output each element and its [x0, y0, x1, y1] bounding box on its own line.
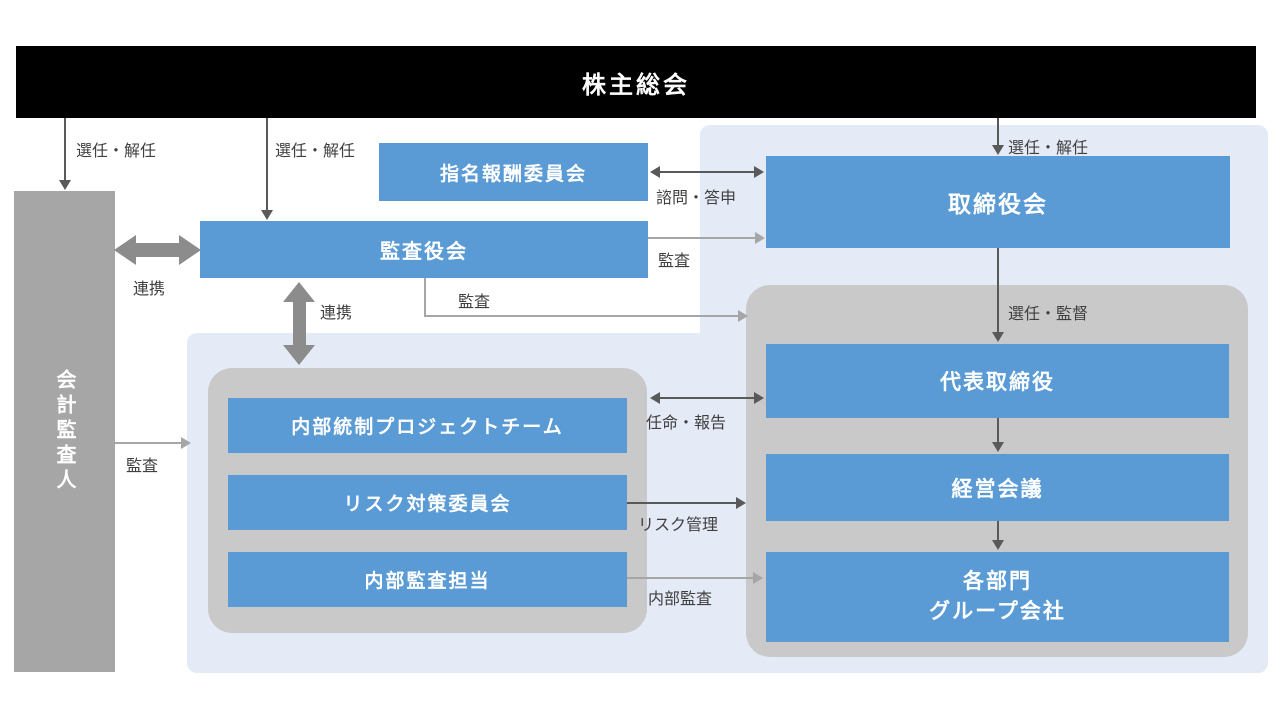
arrow-appoint-dismiss-auditors-board	[266, 118, 268, 210]
label-cooperation-vertical: 連携	[320, 305, 353, 322]
departments-label-line1: 各部門	[963, 569, 1032, 593]
risk-committee-box: リスク対策委員会	[228, 475, 627, 530]
arrowhead-appoint-dismiss-directors	[992, 145, 1004, 155]
arrowhead-audit-from-auditor	[181, 437, 191, 449]
arrow-appoint-report	[660, 397, 754, 399]
accounting-auditor-label: 会計監査人	[53, 369, 75, 494]
arrowhead-appoint-report-right	[754, 392, 764, 404]
internal-audit-staff-label: 内部監査担当	[364, 571, 491, 592]
arrow-appoint-dismiss-directors	[997, 118, 999, 145]
label-appoint-supervise: 選任・監督	[1008, 306, 1089, 323]
arrowhead-internal-audit	[753, 572, 763, 584]
arrowhead-appoint-dismiss-auditors-board	[261, 210, 273, 220]
management-meeting-box: 経営会議	[766, 454, 1229, 521]
arrow-risk-management	[627, 502, 736, 504]
arrowhead-management-to-departments	[992, 540, 1004, 550]
arrowhead-cooperation-h-right	[179, 235, 201, 265]
board-of-directors-box: 取締役会	[766, 156, 1230, 248]
arrow-appoint-supervise	[997, 248, 999, 332]
label-audit-to-directors: 監査	[658, 253, 691, 270]
arrow-advisory	[660, 171, 754, 173]
arrowhead-risk-management	[736, 497, 746, 509]
arrow-management-to-departments	[997, 521, 999, 540]
arrow-audit-from-auditor	[115, 442, 181, 444]
label-appoint-dismiss-mid: 選任・解任	[275, 143, 356, 160]
label-appoint-dismiss-left: 選任・解任	[76, 143, 157, 160]
label-audit-lpath: 監査	[458, 294, 491, 311]
accounting-auditor-bar: 会計監査人	[14, 191, 115, 672]
arrowhead-advisory-right	[754, 166, 764, 178]
label-appoint-dismiss-right: 選任・解任	[1008, 140, 1089, 157]
arrowhead-representative-to-management	[992, 442, 1004, 452]
arrowhead-appoint-dismiss-auditor	[59, 180, 71, 190]
arrowhead-cooperation-h-left	[114, 235, 136, 265]
internal-audit-staff-box: 内部監査担当	[228, 552, 627, 607]
arrowhead-cooperation-v-top	[283, 282, 315, 302]
nomination-compensation-committee-label: 指名報酬委員会	[439, 163, 587, 185]
management-meeting-label: 経営会議	[951, 477, 1044, 501]
arrow-internal-audit	[627, 577, 753, 579]
arrowhead-advisory-left	[650, 166, 660, 178]
label-audit-from-auditor: 監査	[126, 458, 159, 475]
arrowhead-cooperation-v-bottom	[283, 345, 315, 365]
departments-label-line2: グループ会社	[929, 600, 1066, 623]
representative-director-label: 代表取締役	[940, 371, 1055, 394]
shareholders-meeting-bar: 株主総会	[16, 46, 1256, 118]
shareholders-meeting-label: 株主総会	[582, 71, 690, 99]
board-of-auditors-label: 監査役会	[380, 241, 468, 263]
label-appoint-report: 任命・報告	[646, 415, 727, 432]
label-advisory-report: 諮問・答申	[656, 190, 737, 207]
departments-group-companies-box: 各部門 グループ会社	[766, 552, 1229, 642]
internal-control-project-team-label: 内部統制プロジェクトチーム	[291, 417, 564, 438]
label-internal-audit: 内部監査	[648, 591, 713, 608]
arrow-audit-to-directors	[648, 237, 755, 239]
arrowhead-audit-lpath	[738, 310, 748, 322]
board-of-auditors-box: 監査役会	[200, 221, 648, 278]
arrow-audit-lpath-horizontal	[424, 315, 738, 317]
arrow-cooperation-vertical	[293, 301, 306, 346]
arrow-appoint-dismiss-auditor	[64, 118, 66, 180]
arrow-audit-lpath-vertical	[424, 278, 426, 316]
label-risk-management: リスク管理	[638, 517, 719, 534]
label-cooperation-horizontal: 連携	[133, 281, 166, 298]
arrowhead-audit-to-directors	[755, 232, 765, 244]
board-of-directors-label: 取締役会	[948, 191, 1048, 217]
arrow-representative-to-management	[997, 418, 999, 442]
arrowhead-appoint-supervise	[992, 332, 1004, 342]
risk-committee-label: リスク対策委員会	[343, 494, 512, 515]
representative-director-box: 代表取締役	[766, 344, 1229, 418]
arrowhead-appoint-report-left	[650, 392, 660, 404]
nomination-compensation-committee-box: 指名報酬委員会	[379, 143, 648, 201]
arrow-cooperation-horizontal	[136, 243, 179, 257]
internal-control-project-team-box: 内部統制プロジェクトチーム	[228, 398, 627, 453]
